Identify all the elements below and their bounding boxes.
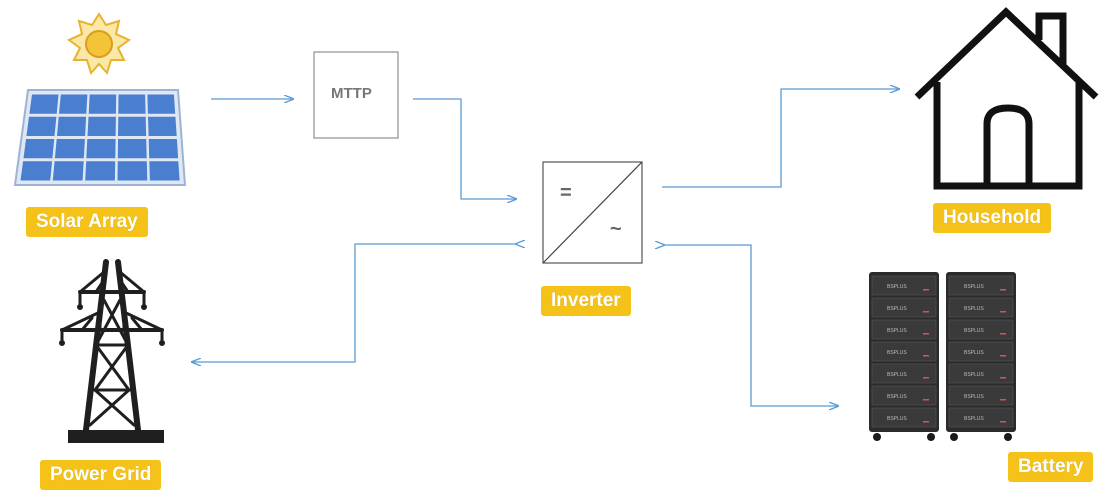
battery-module <box>948 319 1014 340</box>
battery-module-brand: BSPLUS <box>887 394 907 400</box>
battery-module <box>871 341 937 362</box>
battery-module <box>871 275 937 296</box>
solar-cell <box>147 94 176 114</box>
solar-cell <box>52 161 84 181</box>
inverter-box <box>542 161 643 264</box>
mttp-label: MTTP <box>331 85 372 102</box>
arrow-inverter-grid <box>192 244 516 362</box>
solar-cell <box>29 94 59 114</box>
battery-module-brand: BSPLUS <box>964 328 984 334</box>
mttp-box <box>313 51 399 139</box>
battery-module <box>948 275 1014 296</box>
flow-arrows <box>192 89 899 406</box>
solar-cell <box>149 161 180 181</box>
solar-cell <box>87 116 116 136</box>
battery-module <box>948 341 1014 362</box>
ac-symbol: ~ <box>610 218 622 240</box>
battery-module <box>871 319 937 340</box>
battery-module-brand: BSPLUS <box>887 416 907 422</box>
battery-module <box>948 407 1014 428</box>
household-label: Household <box>933 203 1052 233</box>
dc-symbol: = <box>560 182 572 204</box>
battery-label: Battery <box>1008 452 1094 482</box>
arrow-inverter-battery <box>664 245 838 406</box>
battery-module-brand: BSPLUS <box>964 372 984 378</box>
solar-cell <box>57 116 87 136</box>
solar-cell <box>54 139 85 159</box>
solar-array-label: Solar Array <box>26 207 148 237</box>
battery-module-brand: BSPLUS <box>964 306 984 312</box>
battery-module-brand: BSPLUS <box>964 350 984 356</box>
battery-module <box>871 407 937 428</box>
solar-cell <box>118 94 146 114</box>
power-tower-icon <box>59 259 165 443</box>
battery-module <box>948 297 1014 318</box>
solar-cell <box>117 161 148 181</box>
house-icon <box>914 7 1099 190</box>
inverter-label: Inverter <box>541 286 631 316</box>
battery-rack: BSPLUS BSPLUS BSPLUS BSPLUS BSPLUS BSPLUS BSPL… <box>946 272 1016 441</box>
solar-cell <box>85 161 116 181</box>
battery-rack: BSPLUS BSPLUS BSPLUS BSPLUS BSPLUS BSPLUS BSPL… <box>869 272 939 441</box>
battery-module-brand: BSPLUS <box>964 416 984 422</box>
battery-module-brand: BSPLUS <box>887 350 907 356</box>
battery-module <box>871 297 937 318</box>
solar-cell <box>59 94 88 114</box>
battery-module <box>871 385 937 406</box>
solar-cell <box>148 116 177 136</box>
battery-module <box>871 363 937 384</box>
battery-module <box>948 385 1014 406</box>
battery-module-brand: BSPLUS <box>887 306 907 312</box>
solar-panel-icon <box>13 89 187 186</box>
battery-module-brand: BSPLUS <box>887 372 907 378</box>
solar-cell <box>88 94 117 114</box>
arrow-inverter-to-household <box>662 89 899 188</box>
battery-module-brand: BSPLUS <box>964 394 984 400</box>
solar-cell <box>20 161 53 181</box>
solar-cell <box>26 116 57 136</box>
battery-module-brand: BSPLUS <box>887 284 907 290</box>
solar-cell <box>86 139 116 159</box>
solar-cell <box>148 139 179 159</box>
solar-cell <box>23 139 55 159</box>
arrow-mttp-to-inverter <box>413 98 516 199</box>
solar-cell <box>118 116 147 136</box>
solar-cell <box>117 139 147 159</box>
battery-module-brand: BSPLUS <box>964 284 984 290</box>
battery-module-brand: BSPLUS <box>887 328 907 334</box>
battery-module <box>948 363 1014 384</box>
sun-icon <box>67 12 131 75</box>
power-grid-label: Power Grid <box>40 460 162 490</box>
battery-rack-icon: BSPLUS BSPLUS BSPLUS BSPLUS BSPLUS BSPLUS BSPL… <box>869 272 1016 441</box>
